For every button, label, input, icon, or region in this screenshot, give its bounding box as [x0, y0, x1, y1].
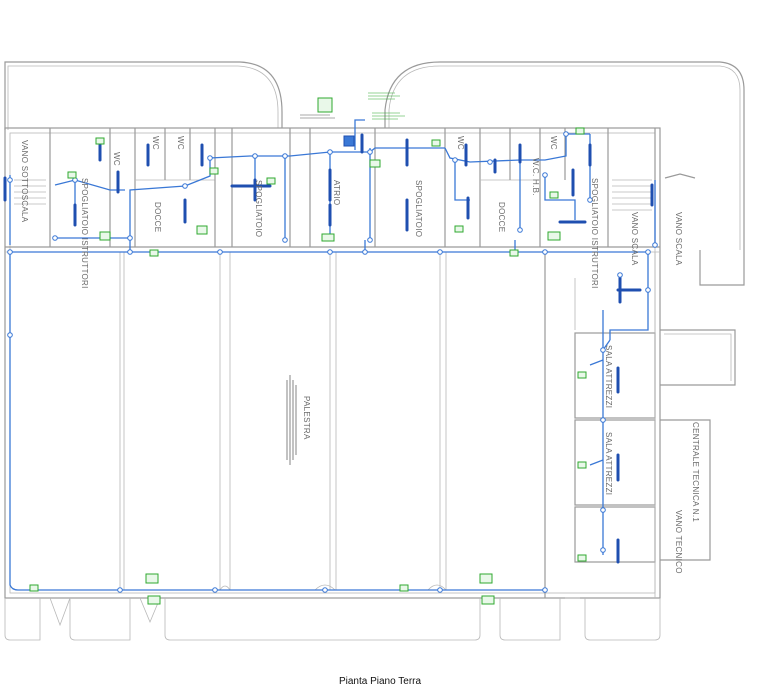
room-label-spogliatoio-istruttori-right: SPOGLIATOIO ISTRUTTORI: [590, 178, 599, 289]
emergency-devices: [29, 97, 587, 605]
room-label-docce-right: DOCCE: [497, 202, 506, 232]
room-label-wc-3: WC: [176, 136, 185, 150]
room-label-atrio: ATRIO: [332, 180, 341, 205]
annotations: [286, 92, 405, 465]
room-label-centrale-tecnica: CENTRALE TECNICA N.1: [691, 422, 700, 522]
room-label-vano-scala-1: VANO SCALA: [630, 212, 639, 266]
room-label-sala-attrezzi-2: SALA ATTREZZI: [604, 432, 613, 495]
room-label-spogliatoio-right: SPOGLIATOIO: [414, 180, 423, 237]
junction-nodes: [7, 131, 658, 593]
room-label-docce-left: DOCCE: [153, 202, 162, 232]
room-label-spogliatoio-left: SPOGLIATOIO: [254, 180, 263, 237]
room-label-palestra: PALESTRA: [302, 396, 311, 440]
luminaires: [3, 133, 654, 564]
room-label-sala-attrezzi-1: SALA ATTREZZI: [604, 345, 613, 408]
room-label-wc-hb: W.C. H.B.: [531, 158, 540, 196]
drawing-title: Pianta Piano Terra: [338, 676, 422, 687]
room-label-vano-scala-2: VANO SCALA: [674, 212, 683, 266]
room-label-wc-4: WC: [456, 136, 465, 150]
room-label-vano-sottoscala: VANO SOTTOSCALA: [20, 140, 29, 223]
room-labels: VANO SOTTOSCALA WC WC WC SPOGLIATOIO IST…: [20, 136, 700, 574]
room-label-spogliatoio-istruttori-left: SPOGLIATOIO ISTRUTTORI: [80, 178, 89, 289]
room-label-wc-1: WC: [112, 152, 121, 166]
room-label-wc-5: WC: [549, 136, 558, 150]
room-label-vano-tecnico: VANO TECNICO: [674, 510, 683, 574]
room-label-wc-2: WC: [151, 136, 160, 150]
